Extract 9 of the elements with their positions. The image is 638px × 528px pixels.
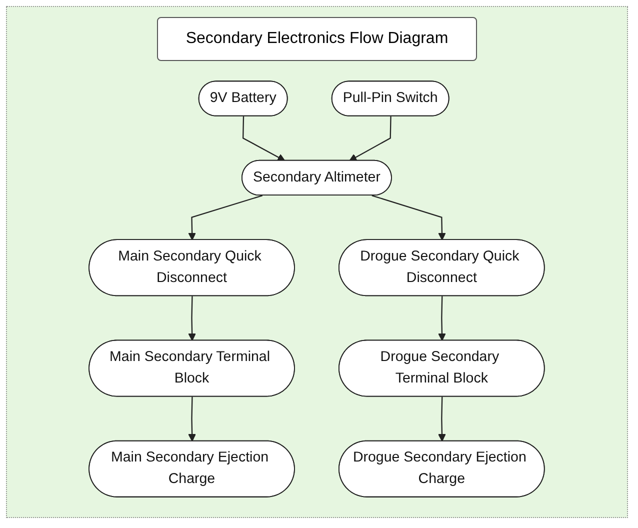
diagram-title: Secondary Electronics Flow Diagram	[156, 17, 478, 61]
arrow	[438, 296, 446, 341]
arrow	[188, 396, 196, 442]
arrow	[188, 296, 196, 341]
arrow	[242, 116, 286, 162]
arrow	[372, 194, 446, 240]
arrow	[349, 116, 392, 162]
arrow	[438, 396, 446, 442]
arrow	[188, 194, 263, 240]
